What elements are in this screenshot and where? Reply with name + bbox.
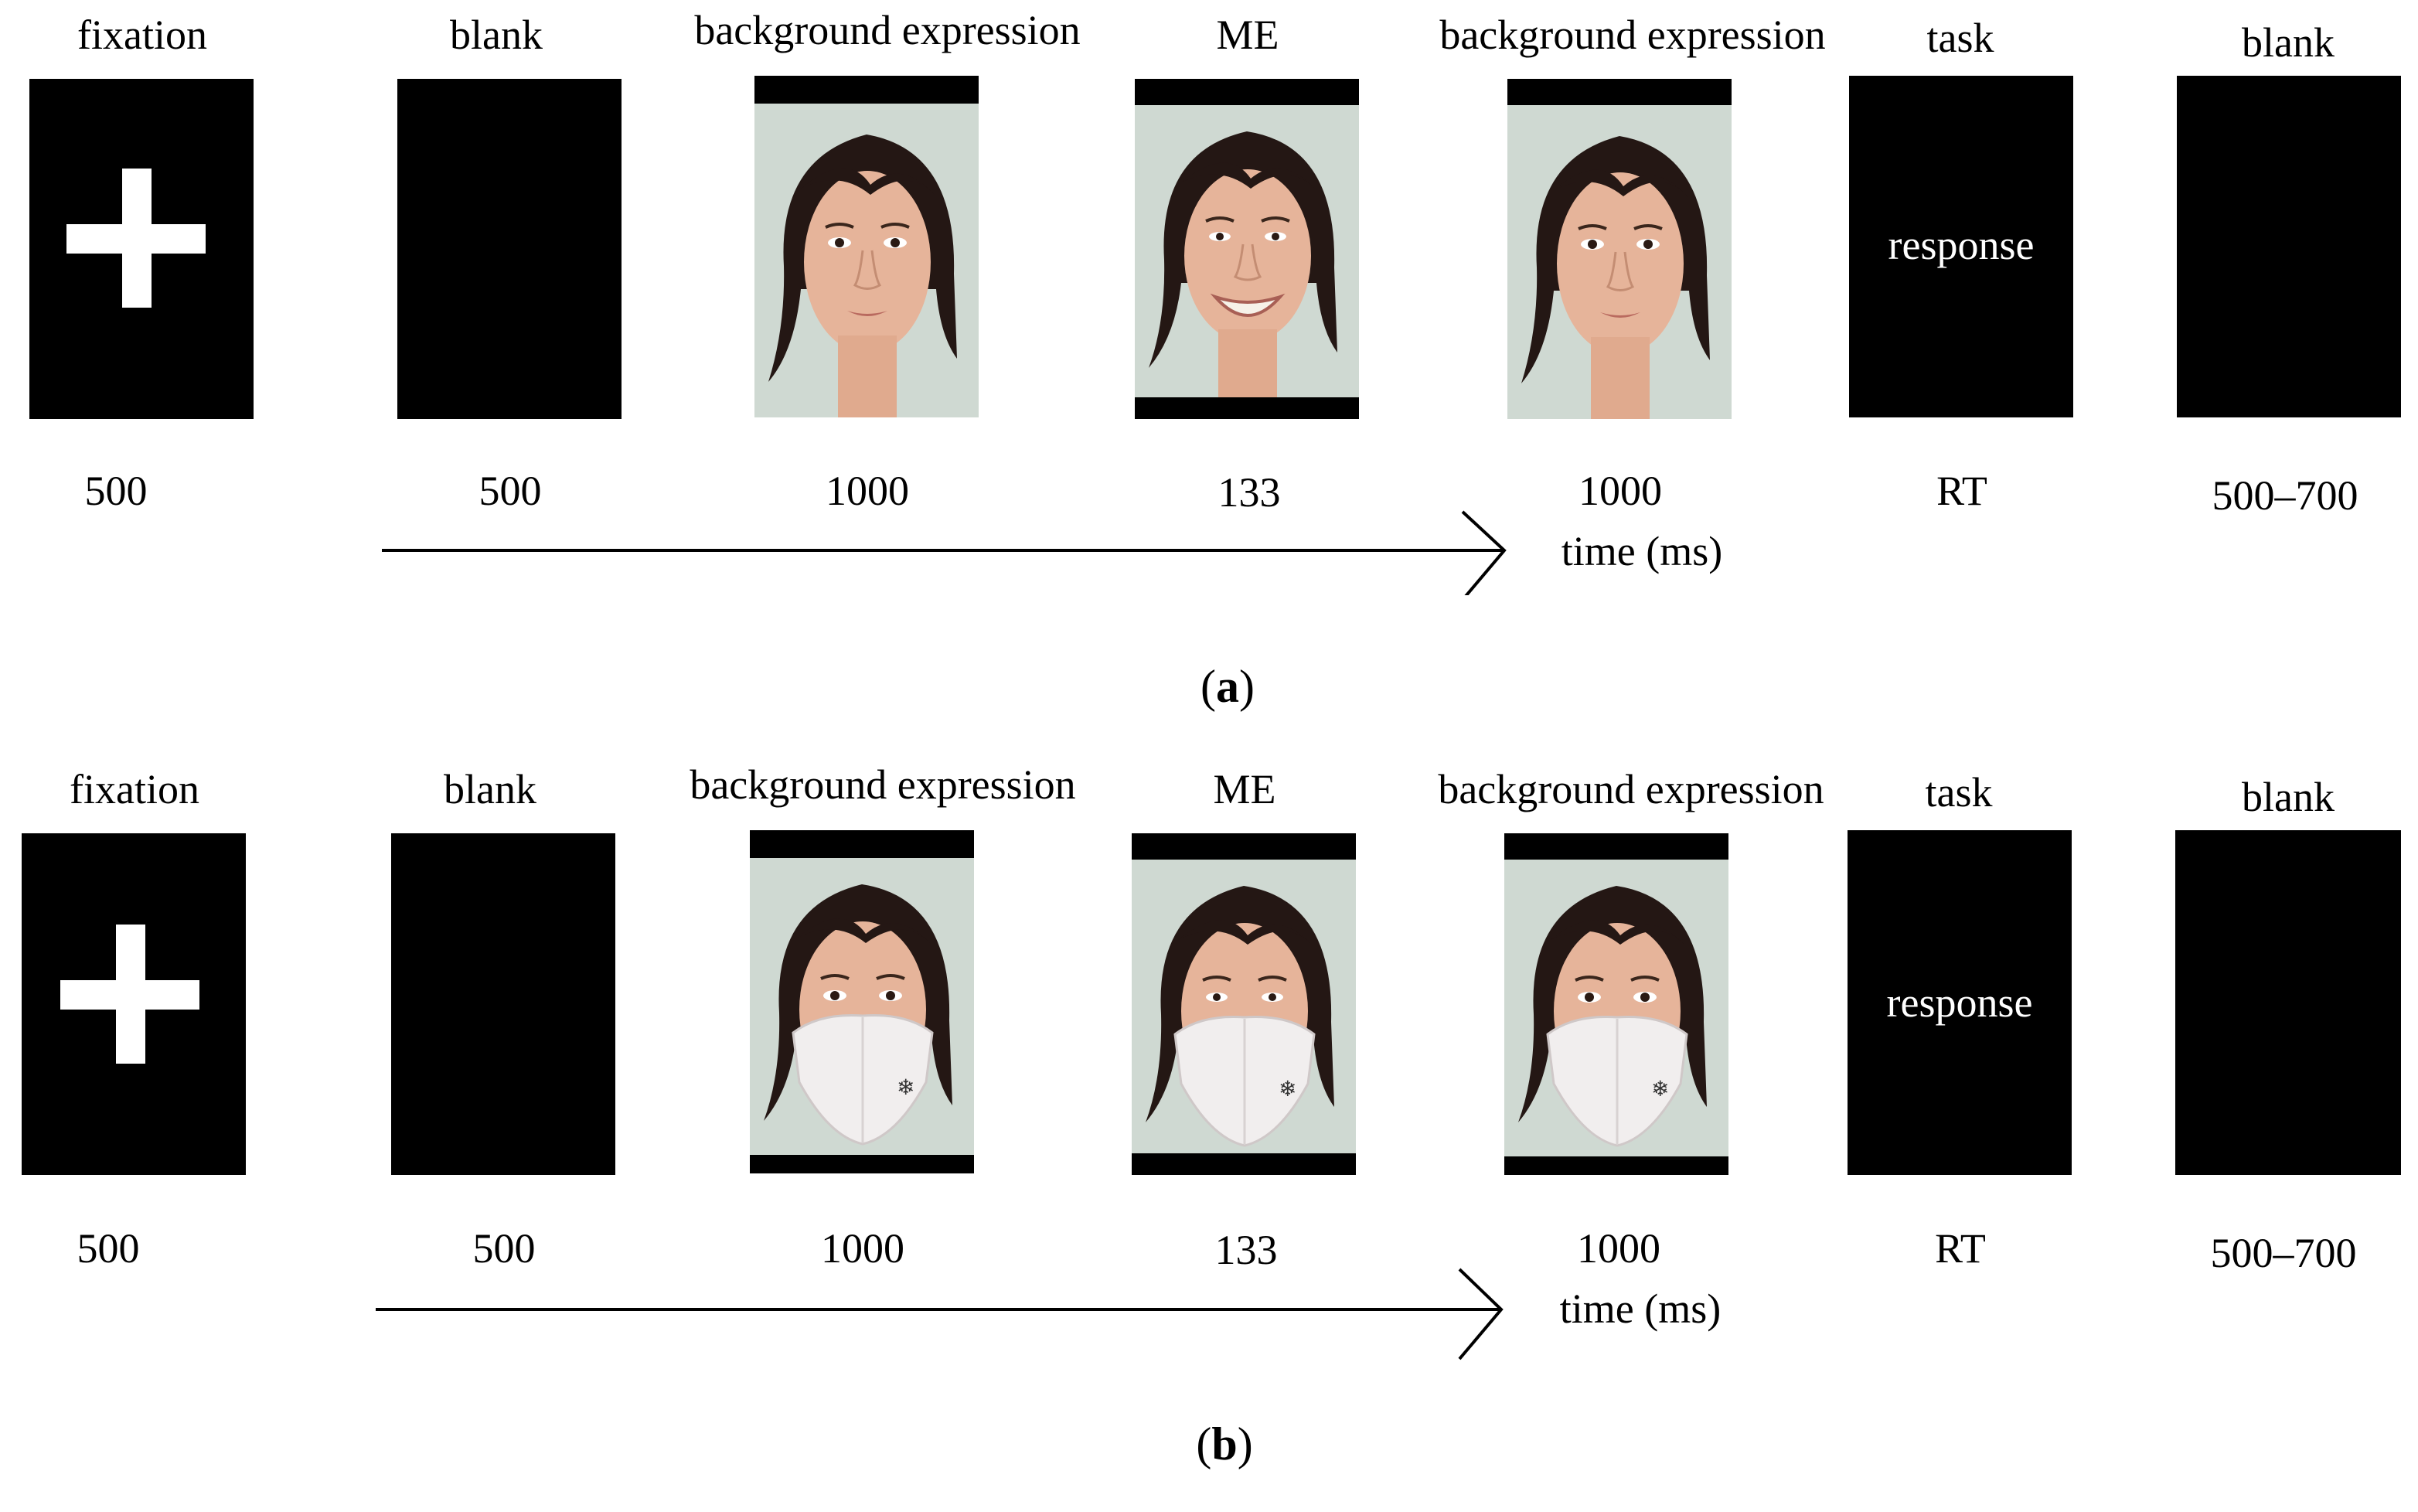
duration-background-expression: 1000: [821, 1225, 904, 1272]
face-photo-neutral: [754, 76, 979, 417]
panel-a: fixation blank background expression ME …: [29, 7, 2401, 712]
blank-frame: [391, 833, 615, 1175]
face-photo-happy-mask: ❄: [1132, 833, 1356, 1175]
fixation-frame: [22, 833, 246, 1175]
step-label-blank: blank: [444, 766, 536, 812]
step-label-task: task: [1926, 15, 1994, 61]
fixation-cross-bar: [60, 980, 199, 1010]
panel-b: fixation blank background expression ME …: [0, 754, 2418, 1512]
svg-text:❄: ❄: [897, 1074, 914, 1100]
fixation-frame: [29, 79, 254, 419]
svg-text:❄: ❄: [1279, 1076, 1296, 1102]
blank-frame-2: [2175, 830, 2401, 1175]
duration-task: RT: [1935, 1225, 1986, 1272]
blank-frame-2: [2177, 76, 2401, 417]
step-label-background-expression: background expression: [690, 761, 1076, 808]
duration-background-expression-2: 1000: [1579, 468, 1662, 514]
duration-blank-2: 500–700: [2210, 1230, 2357, 1276]
duration-fixation: 500: [84, 468, 148, 514]
step-label-task: task: [1925, 769, 1993, 816]
blank-frame: [397, 79, 622, 419]
duration-blank: 500: [478, 468, 542, 514]
face-photo-neutral-2: [1507, 79, 1732, 419]
duration-blank: 500: [472, 1225, 536, 1272]
panel-label-b: (b): [1196, 1418, 1253, 1469]
face-neutral-icon: [754, 104, 979, 417]
face-neutral-icon-2: [1507, 105, 1732, 419]
step-label-me: ME: [1216, 12, 1279, 58]
face-neutral-mask-icon: ❄: [750, 858, 974, 1155]
step-label-background-expression-2: background expression: [1439, 12, 1826, 58]
face-neutral-mask-icon-2: ❄: [1504, 860, 1728, 1156]
step-label-background-expression-2: background expression: [1438, 766, 1824, 812]
step-label-fixation: fixation: [70, 766, 199, 812]
svg-text:❄: ❄: [1651, 1076, 1669, 1102]
response-frame: response: [1849, 76, 2073, 417]
face-happy-icon: [1135, 105, 1359, 397]
time-axis-label: time (ms): [1561, 528, 1723, 574]
step-label-me: ME: [1213, 766, 1276, 812]
fixation-cross-bar: [66, 224, 206, 254]
step-label-blank: blank: [450, 12, 543, 58]
face-photo-happy: [1135, 79, 1359, 419]
response-text: response: [1886, 979, 2033, 1026]
step-label-blank-2: blank: [2242, 19, 2335, 66]
response-text: response: [1888, 222, 2035, 268]
face-photo-neutral-mask: ❄: [750, 830, 974, 1173]
duration-blank-2: 500–700: [2212, 472, 2358, 519]
duration-task: RT: [1936, 468, 1987, 514]
step-label-blank-2: blank: [2242, 774, 2335, 820]
face-happy-mask-icon: ❄: [1132, 860, 1356, 1153]
face-photo-neutral-mask-2: ❄: [1504, 833, 1728, 1175]
duration-fixation: 500: [77, 1225, 140, 1272]
step-label-fixation: fixation: [77, 12, 207, 58]
panel-label-a: (a): [1200, 661, 1255, 712]
duration-background-expression-2: 1000: [1577, 1225, 1660, 1272]
duration-background-expression: 1000: [826, 468, 909, 514]
time-arrow-icon: [376, 1268, 1504, 1360]
duration-me: 133: [1214, 1227, 1278, 1273]
time-arrow-icon: [382, 510, 1507, 595]
time-axis-label: time (ms): [1559, 1286, 1722, 1332]
response-frame: response: [1848, 830, 2072, 1175]
step-label-background-expression: background expression: [694, 7, 1081, 53]
duration-me: 133: [1218, 469, 1281, 516]
